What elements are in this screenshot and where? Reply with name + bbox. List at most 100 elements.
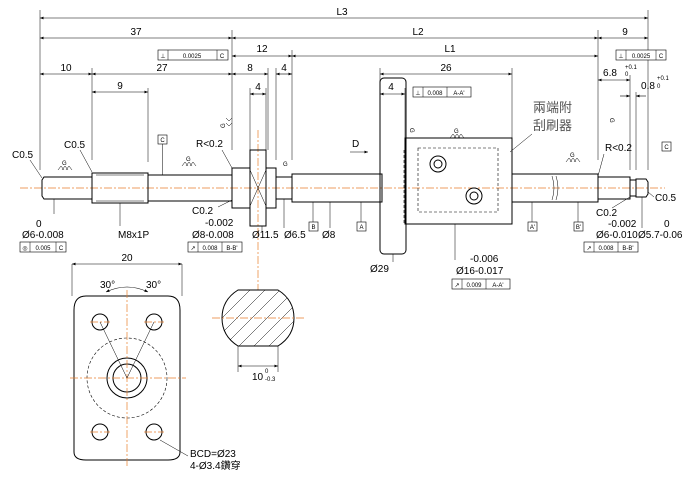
dim-4-c: 4: [388, 82, 394, 93]
svg-text:0.009: 0.009: [466, 283, 482, 289]
tolerance-frame-5: ↗ 0.008 B-B': [187, 241, 243, 253]
tolerance-frame-4: ◎ 0.005 C: [19, 241, 67, 253]
svg-text:C: C: [659, 54, 664, 60]
chamfer-c05-mid: C0.5: [64, 140, 86, 151]
dia8-tol: -0.002: [205, 218, 234, 229]
svg-text:0.005: 0.005: [35, 246, 51, 252]
dia8-bearing: Ø8-0.008: [192, 230, 234, 241]
svg-text:G: G: [186, 157, 191, 163]
tolerance-frame-3: ⊥ 0.008 A-A': [412, 86, 472, 98]
radius-left: R<0.2: [196, 139, 223, 150]
dia6-left: Ø6-0.008: [22, 230, 64, 241]
dim-10-tol: 0: [265, 369, 269, 375]
dim-9-right: 9: [622, 27, 628, 38]
dim-12: 12: [256, 44, 268, 55]
dim-26: 26: [440, 63, 452, 74]
dim-L2: L2: [412, 27, 424, 38]
svg-text:G: G: [283, 162, 288, 168]
dim-L1: L1: [444, 44, 456, 55]
dia-16: Ø16-0.017: [456, 266, 504, 277]
svg-text:A: A: [359, 225, 363, 231]
holes-label: 4-Ø3.4鑽穿: [190, 459, 241, 472]
nut-oil-hole: [429, 155, 447, 173]
svg-text:0.0025: 0.0025: [632, 54, 651, 60]
bcd-label: BCD=Ø23: [190, 449, 236, 460]
tolerance-frame-2: ⊥ 0.0025 C: [615, 49, 667, 61]
dia6-tol: 0: [36, 219, 42, 230]
radius-right: R<0.2: [605, 143, 632, 154]
svg-text:B-B': B-B': [226, 246, 237, 252]
nut-flange: [379, 77, 407, 255]
dia-29: Ø29: [370, 264, 389, 275]
ground-marks: G G G G G: [57, 129, 581, 171]
datum-b: [308, 221, 319, 232]
dim-9-thread: 9: [117, 81, 123, 92]
g-mark-right: G: [608, 118, 614, 123]
dim-6-8-tol2: 0: [625, 72, 629, 78]
svg-text:A-A': A-A': [492, 283, 503, 289]
dim-8: 8: [247, 63, 253, 74]
dia-8: Ø8: [322, 230, 336, 241]
wiper-note-line-2: 刮刷器: [533, 119, 572, 134]
label-D: D: [352, 139, 359, 150]
g-mark-bearing: G: [221, 123, 227, 128]
svg-text:A-A': A-A': [453, 91, 464, 97]
svg-text:B: B: [311, 225, 315, 231]
datum-b-prime: [573, 221, 584, 232]
chamfer-c02-left: C0.2: [192, 206, 214, 217]
svg-text:A': A': [530, 225, 535, 231]
svg-text:G: G: [454, 129, 459, 135]
svg-text:C: C: [220, 54, 225, 60]
angle-30-left: 30°: [100, 280, 115, 291]
break-line: [551, 175, 559, 201]
thread-label: M8x1P: [118, 230, 149, 241]
flange-end-view: 20 30° 30° BCD=Ø23 4-Ø3.4鑽穿: [70, 253, 241, 472]
svg-text:⊥: ⊥: [618, 53, 623, 60]
dia-6-right: Ø6-0.010: [596, 230, 638, 241]
tolerance-frame-6: ↗ 0.009 A-A': [451, 278, 511, 290]
chamfer-c05-right: C0.5: [655, 193, 677, 204]
dim-L3: L3: [336, 7, 348, 18]
svg-text:0.008: 0.008: [202, 246, 218, 252]
dim-0-8-tol: +0.1: [657, 76, 670, 82]
datum-a: [356, 221, 367, 232]
nut-set-hole: [465, 187, 483, 205]
svg-text:⊥: ⊥: [160, 53, 165, 60]
dia-5-7: Ø5.7-0.06: [638, 230, 683, 241]
dim-10-tol2: -0.3: [265, 377, 276, 383]
dim-10: 10: [60, 63, 72, 74]
svg-text:↗: ↗: [190, 246, 195, 252]
section-view: 10 0 -0.3: [212, 289, 304, 383]
dim-4-a: 4: [281, 63, 287, 74]
dim-6-8-tol: +0.1: [625, 65, 638, 71]
dim-0-8-tol2: 0: [657, 84, 661, 90]
screw-shaft-left: [291, 173, 383, 203]
dim-6-8: 6.8: [603, 68, 617, 79]
svg-text:B': B': [576, 225, 581, 231]
svg-text:↗: ↗: [454, 283, 459, 289]
datum-a-prime: [527, 221, 538, 232]
dia57-tol: 0: [664, 219, 670, 230]
svg-text:B-B': B-B': [622, 246, 633, 252]
wiper-note-line-1: 兩端附: [533, 101, 572, 116]
svg-text:↗: ↗: [586, 246, 591, 252]
svg-text:C: C: [59, 246, 64, 252]
svg-text:C: C: [664, 145, 669, 151]
dim-10-flat: 10: [252, 372, 264, 383]
dim-0-8: 0.8: [641, 81, 655, 92]
tolerance-frame-7: ↗ 0.008 B-B': [583, 241, 639, 253]
svg-text:0.008: 0.008: [598, 246, 614, 252]
svg-text:◎: ◎: [22, 246, 27, 252]
tolerance-frame-1: ⊥ 0.0025 C: [157, 49, 229, 61]
datum-c-right: [661, 141, 672, 152]
svg-text:0.0025: 0.0025: [183, 54, 202, 60]
svg-text:0.008: 0.008: [427, 91, 443, 97]
nut-body: [404, 137, 513, 225]
svg-text:C: C: [160, 138, 165, 144]
shaft-right-end: [635, 178, 649, 198]
dim-4-b: 4: [255, 82, 261, 93]
angle-30-right: 30°: [146, 280, 161, 291]
dia-11-5: Ø11.5: [252, 230, 279, 241]
dia-6-5: Ø6.5: [284, 230, 306, 241]
